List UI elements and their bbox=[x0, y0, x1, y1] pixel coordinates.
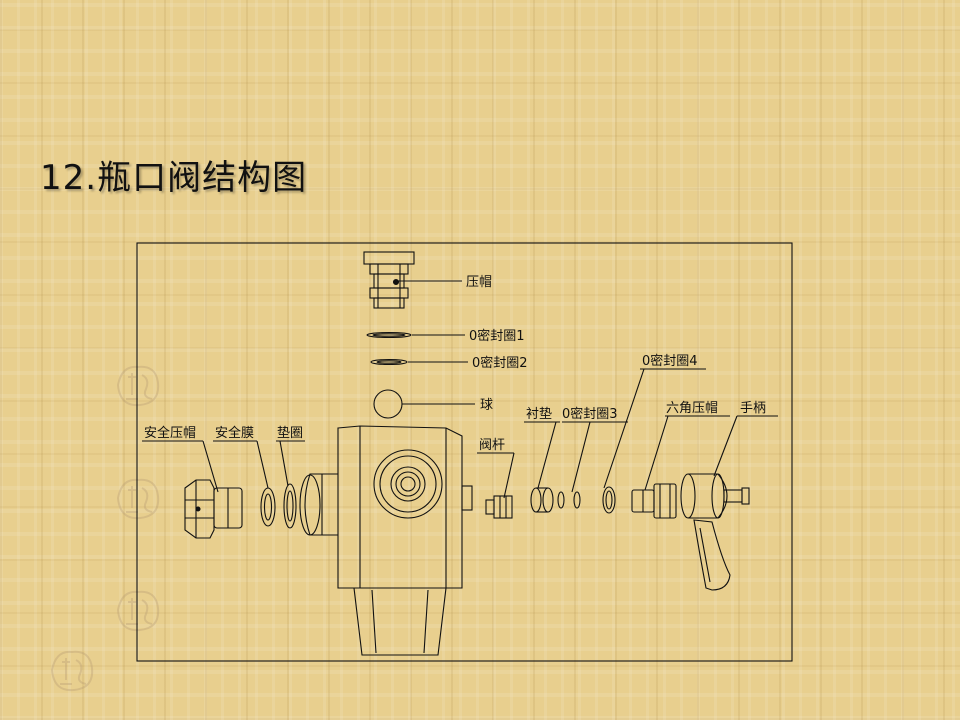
part-oring-3 bbox=[557, 491, 581, 509]
part-ball bbox=[373, 389, 403, 419]
label-ball: 球 bbox=[480, 398, 493, 413]
label-oring-2: 0密封圈2 bbox=[472, 355, 528, 371]
part-oring-1 bbox=[366, 331, 412, 339]
label-safety-membrane: 安全膜 bbox=[215, 425, 254, 441]
seal-stamp-icon bbox=[116, 365, 160, 407]
label-oring-3: 0密封圈3 bbox=[562, 406, 618, 422]
label-cap: 压帽 bbox=[466, 274, 492, 290]
part-washer bbox=[283, 483, 297, 529]
label-safety-cap: 安全压帽 bbox=[144, 425, 196, 441]
diagram-frame bbox=[136, 242, 793, 662]
label-hex-cap: 六角压帽 bbox=[666, 400, 718, 416]
slide-title: 12.瓶口阀结构图 bbox=[40, 158, 308, 198]
label-handle: 手柄 bbox=[740, 401, 766, 416]
leader-lines bbox=[142, 280, 778, 499]
seal-stamp-icon bbox=[116, 478, 160, 520]
part-oring-4 bbox=[602, 486, 616, 514]
part-gasket bbox=[530, 487, 554, 513]
label-oring-1: 0密封圈1 bbox=[469, 328, 525, 344]
label-stem: 阀杆 bbox=[479, 438, 505, 453]
part-handle bbox=[680, 473, 750, 591]
seal-stamp-icon bbox=[116, 590, 160, 632]
label-washer: 垫圈 bbox=[277, 425, 303, 441]
part-hex-cap bbox=[631, 483, 677, 519]
part-stem bbox=[485, 495, 513, 519]
part-safety-membrane bbox=[260, 487, 276, 527]
part-safety-cap bbox=[184, 479, 243, 539]
part-cap bbox=[363, 251, 415, 309]
label-oring-4: 0密封圈4 bbox=[642, 353, 698, 369]
seal-stamp-icon bbox=[50, 650, 94, 692]
label-gasket: 衬垫 bbox=[526, 406, 552, 422]
part-oring-2 bbox=[370, 358, 408, 366]
part-valve-body bbox=[299, 425, 473, 656]
